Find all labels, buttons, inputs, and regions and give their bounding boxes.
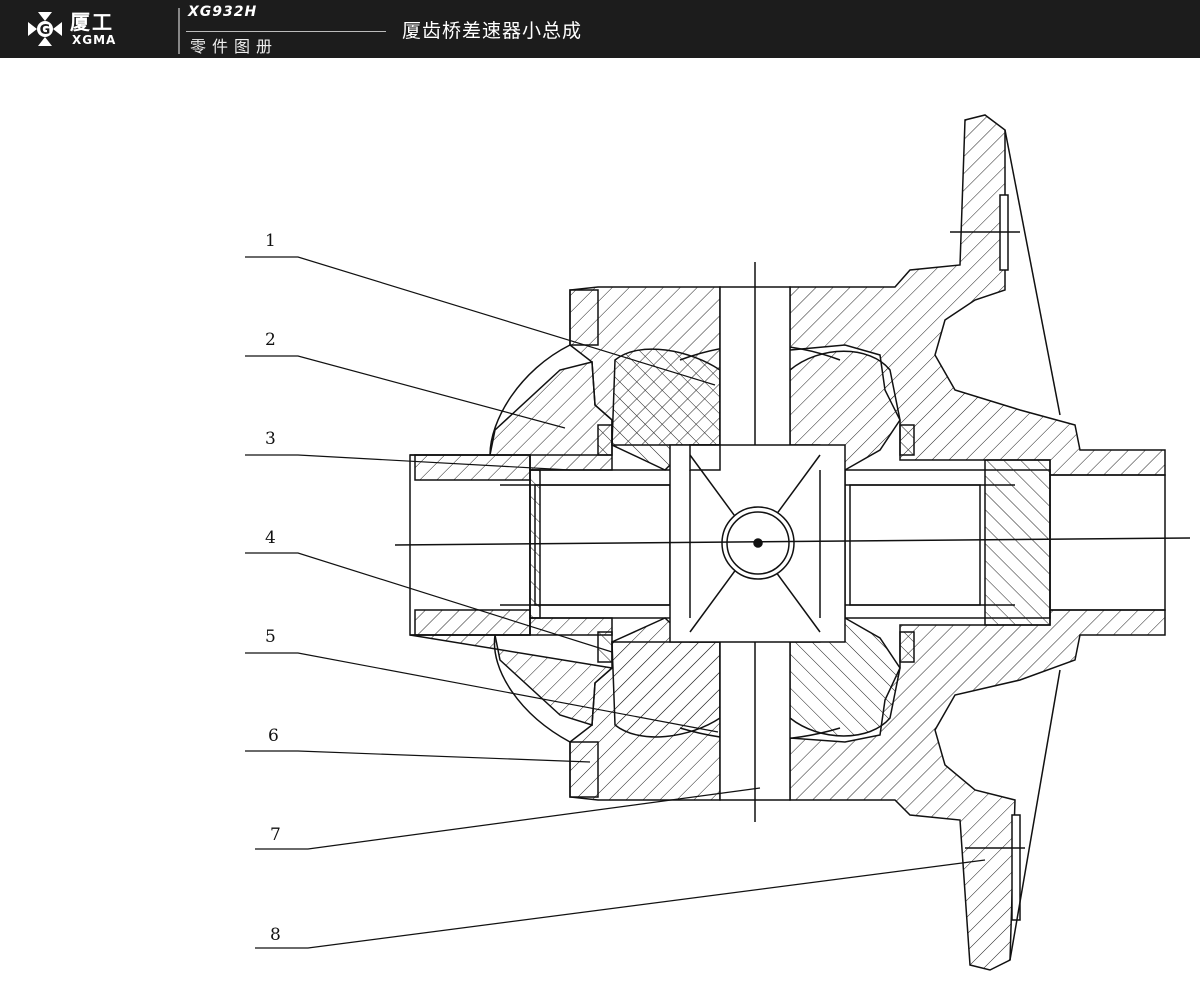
xgma-logo-icon: G	[28, 12, 62, 46]
catalog-label: 零件图册	[190, 37, 279, 56]
side-gears	[500, 459, 1051, 626]
model-number: XG932H	[188, 4, 258, 20]
cross-shaft	[394, 262, 1191, 822]
assembly-title: 厦齿桥差速器小总成	[402, 20, 583, 42]
callout-3: 3	[265, 429, 276, 449]
callout-2: 2	[265, 330, 276, 350]
planet-gears	[611, 344, 901, 741]
header-divider	[178, 8, 180, 54]
differential-assembly-drawing: 1 2 3 4 5 6 7 8	[245, 114, 1191, 971]
callout-labels: 1 2 3 4 5 6 7 8	[265, 231, 281, 945]
header-rule	[186, 31, 386, 32]
logo-chinese-text: 厦工	[70, 10, 114, 34]
callout-7: 7	[270, 825, 281, 845]
logo-english-text: XGMA	[72, 33, 117, 47]
callout-5: 5	[265, 627, 276, 647]
leader-lines	[245, 256, 986, 949]
callout-1: 1	[265, 231, 276, 251]
svg-text:G: G	[40, 23, 51, 38]
bolts	[597, 424, 915, 663]
callout-6: 6	[268, 726, 279, 746]
callout-8: 8	[270, 925, 281, 945]
housing-right	[789, 114, 1166, 971]
callout-4: 4	[265, 528, 276, 548]
header-bar: G 厦工 XGMA XG932H 零件图册 厦齿桥差速器小总成	[0, 0, 1200, 58]
